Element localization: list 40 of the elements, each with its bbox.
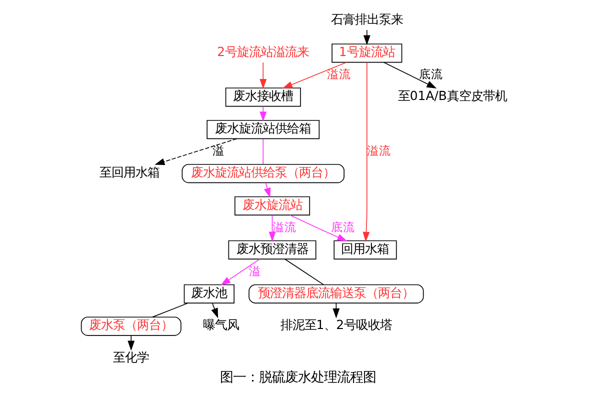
node-box: 预澄清器底流输送泵（两台） xyxy=(248,284,424,304)
node-box: 废水泵（两台） xyxy=(80,316,181,336)
arrow xyxy=(289,214,347,242)
edge-label: 溢 xyxy=(212,144,224,158)
node-box: 废水旋流站 xyxy=(234,196,310,216)
node-box: 废水池 xyxy=(183,284,234,304)
node-box: 回用水箱 xyxy=(333,240,396,260)
connector xyxy=(152,302,188,318)
arrow xyxy=(220,258,260,286)
node-box: 废水旋流站供给箱 xyxy=(206,120,320,140)
arrow xyxy=(263,182,270,198)
node-text: 至回用水箱 xyxy=(98,164,159,180)
connector xyxy=(284,258,324,286)
arrow xyxy=(259,106,266,122)
node-text: 曝气风 xyxy=(202,317,238,332)
edge-label: 溢流 xyxy=(272,220,296,234)
arrow xyxy=(268,214,276,242)
node-text: 排泥至1、2号吸收塔 xyxy=(280,317,392,332)
caption: 图一：脱硫废水处理流程图 xyxy=(220,370,376,386)
arrow xyxy=(210,302,218,318)
edge-label: 底流 xyxy=(418,67,443,82)
arrow xyxy=(259,62,266,89)
edge-label: 溢流 xyxy=(326,67,351,82)
node-text: 石膏排出泵来 xyxy=(330,12,402,27)
node-text: 至化学 xyxy=(112,350,149,365)
connector xyxy=(262,138,264,165)
arrow xyxy=(154,138,237,166)
node-box: 废水接收槽 xyxy=(224,88,300,107)
edge-label: 底流 xyxy=(330,220,355,234)
node-text: 至01A/B真空皮带机 xyxy=(397,88,506,104)
arrow xyxy=(362,30,370,46)
arrow xyxy=(382,62,436,89)
node-text: 2号旋流站溢流来 xyxy=(216,44,309,60)
node-box: 1号旋流站 xyxy=(331,44,402,63)
arrow xyxy=(362,62,370,242)
arrow xyxy=(127,335,134,351)
edge-label: 溢 xyxy=(248,264,261,278)
node-box: 废水预澄清器 xyxy=(228,240,316,260)
node-box: 废水旋流站供给泵（两台） xyxy=(181,164,344,184)
arrow xyxy=(282,62,346,88)
